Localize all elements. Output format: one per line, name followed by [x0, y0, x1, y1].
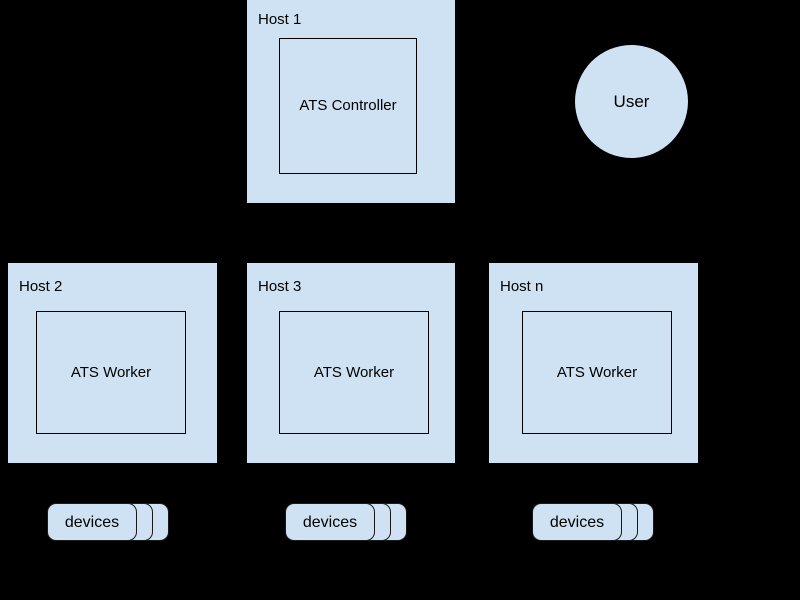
host-box-host-2[interactable]: Host 2 ATS Worker	[8, 263, 217, 463]
host-label-host-n: Host n	[500, 278, 544, 295]
devices-sheet-front[interactable]: devices	[285, 503, 375, 541]
user-circle[interactable]: User	[575, 45, 688, 158]
component-box-ats-worker-host-3[interactable]: ATS Worker	[279, 311, 429, 434]
component-label-ats-controller: ATS Controller	[299, 97, 397, 114]
component-box-ats-worker-host-n[interactable]: ATS Worker	[522, 311, 672, 434]
host-box-host-3[interactable]: Host 3 ATS Worker	[247, 263, 455, 463]
host-box-host-1[interactable]: Host 1 ATS Controller	[247, 0, 455, 203]
devices-label-host-2: devices	[64, 513, 120, 531]
component-label-ats-worker-host-3: ATS Worker	[313, 363, 395, 381]
devices-stack-host-2[interactable]: devices	[47, 503, 169, 547]
devices-sheet-front[interactable]: devices	[47, 503, 137, 541]
user-label: User	[613, 91, 650, 111]
component-box-ats-controller[interactable]: ATS Controller	[279, 38, 417, 174]
devices-stack-host-3[interactable]: devices	[285, 503, 407, 547]
host-label-host-2: Host 2	[19, 278, 63, 295]
host-box-host-n[interactable]: Host n ATS Worker	[489, 263, 698, 463]
devices-stack-host-n[interactable]: devices	[532, 503, 654, 547]
devices-label-host-n: devices	[549, 513, 605, 531]
host-label-host-1: Host 1	[258, 11, 302, 28]
component-label-ats-worker-host-n: ATS Worker	[556, 363, 638, 381]
component-box-ats-worker-host-2[interactable]: ATS Worker	[36, 311, 186, 434]
host-label-host-3: Host 3	[258, 278, 302, 295]
devices-label-host-3: devices	[302, 513, 358, 531]
devices-sheet-front[interactable]: devices	[532, 503, 622, 541]
component-label-ats-worker-host-2: ATS Worker	[70, 363, 152, 381]
